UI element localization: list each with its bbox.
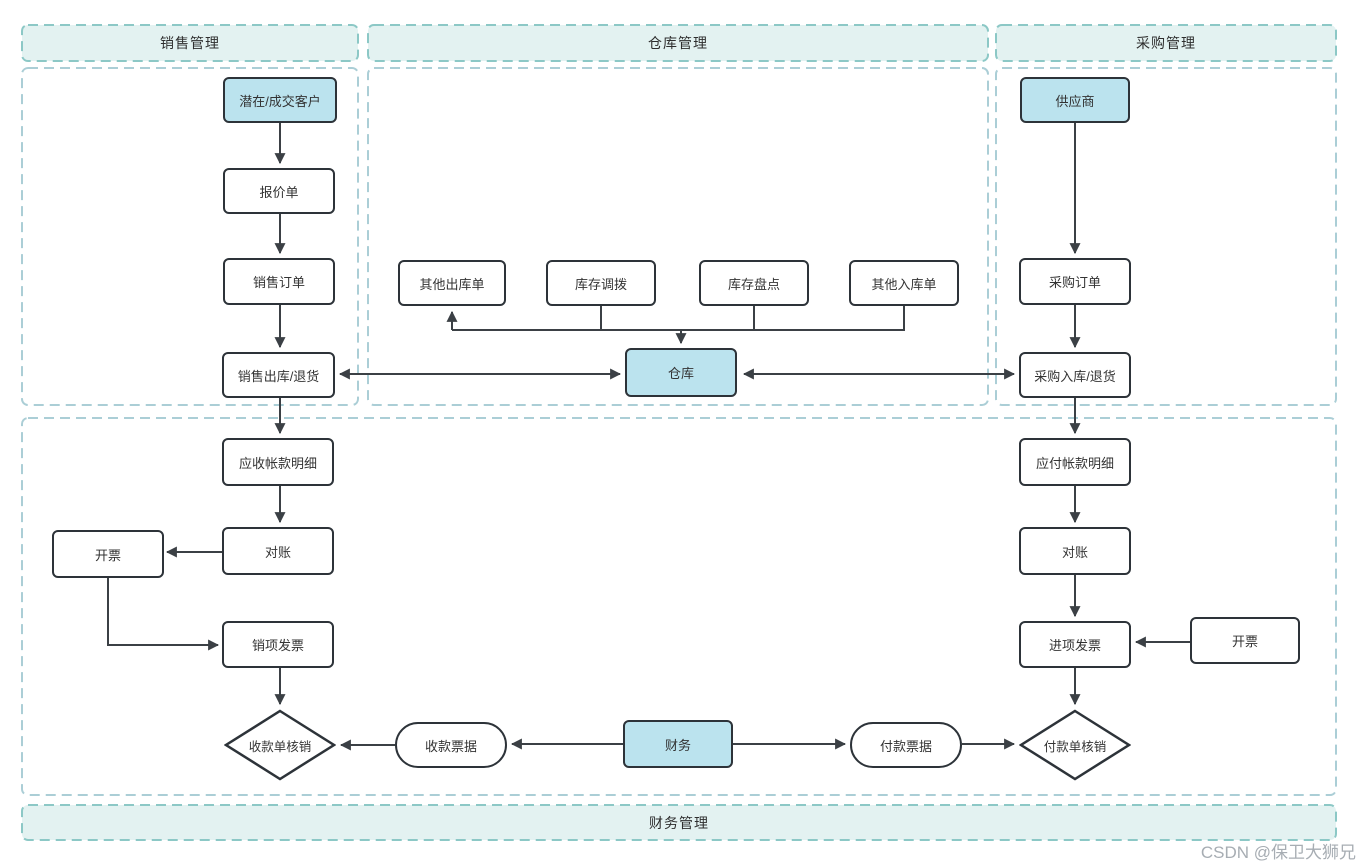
node-label: 付款单核销 (1043, 739, 1107, 754)
node-purchase-invoice: 进项发票 (1019, 621, 1131, 668)
node-payment-verify: 付款单核销 (1019, 709, 1131, 781)
node-supplier: 供应商 (1020, 77, 1130, 123)
finance-header-bar (21, 804, 1337, 841)
purchase-lane-title: 采购管理 (1136, 35, 1196, 51)
node-ar-detail: 应收帐款明细 (222, 438, 334, 486)
sales-lane-body (21, 67, 359, 406)
node-payment-note: 付款票据 (850, 722, 962, 768)
diamond-shape (1019, 709, 1131, 781)
purchase-lane-body (995, 67, 1337, 406)
node-purchase-in: 采购入库/退货 (1019, 352, 1131, 398)
csdn-watermark: CSDN @保卫大狮兄 (1200, 843, 1356, 862)
warehouse-lane-body (367, 67, 989, 406)
node-invoice-left: 开票 (52, 530, 164, 578)
node-recon-right: 对账 (1019, 527, 1131, 575)
finance-lane-title: 财务管理 (649, 814, 709, 831)
warehouse-header-bar (367, 24, 989, 62)
purchase-header-bar (995, 24, 1337, 62)
diamond-shape (224, 709, 336, 781)
node-warehouse: 仓库 (625, 348, 737, 397)
lane-borders (21, 24, 1337, 841)
node-quote: 报价单 (223, 168, 335, 214)
node-other-out: 其他出库单 (398, 260, 506, 306)
node-other-in: 其他入库单 (849, 260, 959, 306)
node-finance: 财务 (623, 720, 733, 768)
node-sales-invoice: 销项发票 (222, 621, 334, 668)
node-receipt-verify: 收款单核销 (224, 709, 336, 781)
finance-area-body (21, 417, 1337, 796)
arrow-invoice-to-salesinvoice (107, 578, 220, 651)
node-purchase-order: 采购订单 (1019, 258, 1131, 305)
flow-arrows (107, 123, 1190, 751)
node-sales-order: 销售订单 (223, 258, 335, 305)
node-stocktake: 库存盘点 (699, 260, 809, 306)
node-receipt-note: 收款票据 (395, 722, 507, 768)
sales-header-bar (21, 24, 359, 62)
warehouse-lane-title: 仓库管理 (648, 35, 708, 51)
node-sales-out: 销售出库/退货 (222, 352, 335, 398)
sales-lane-title: 销售管理 (160, 35, 220, 51)
node-recon-left: 对账 (222, 527, 334, 575)
node-ap-detail: 应付帐款明细 (1019, 438, 1131, 486)
node-invoice-right: 开票 (1190, 617, 1300, 664)
node-customer: 潜在/成交客户 (223, 77, 337, 123)
node-label: 收款单核销 (248, 739, 312, 754)
node-transfer: 库存调拨 (546, 260, 656, 306)
